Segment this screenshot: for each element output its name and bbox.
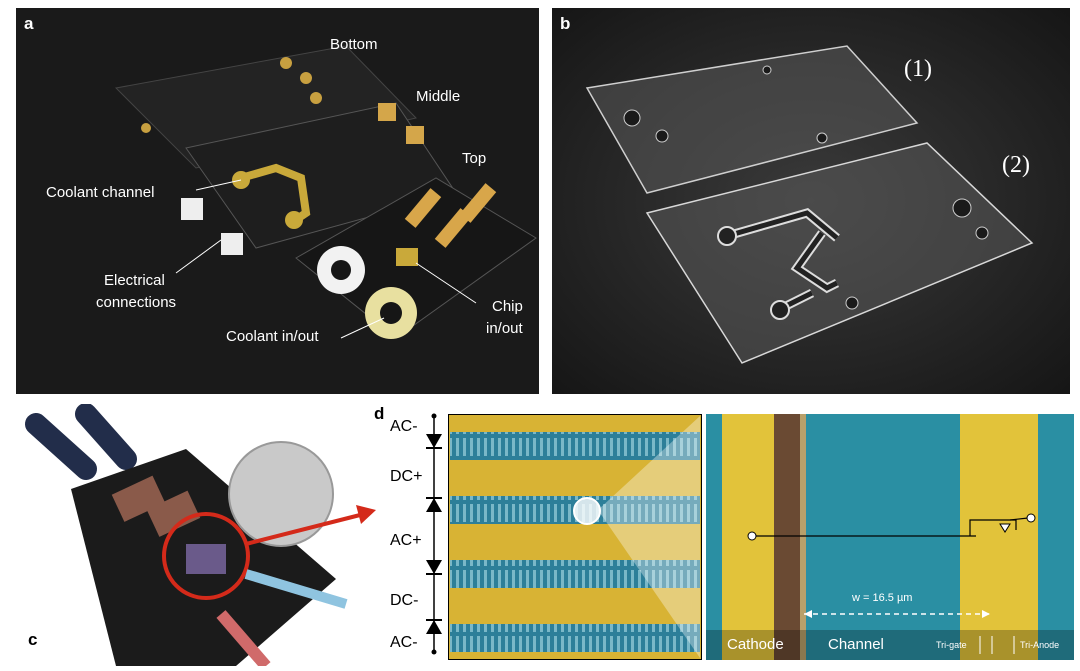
circuit-label-ac-minus-top: AC- [390, 418, 418, 435]
panel-b: b (1) (2) [552, 8, 1070, 394]
circuit-label-dc-minus: DC- [390, 592, 419, 609]
glass-plates-image [552, 8, 1070, 394]
label-chip-1: Chip [492, 298, 523, 315]
assembled-device-image [25, 404, 376, 666]
sem-image [706, 414, 1074, 660]
panel-d-letter: d [374, 404, 385, 423]
label-channel: Channel [828, 636, 884, 653]
pcb-stack-image [114, 45, 537, 339]
label-electrical-2: connections [96, 294, 177, 311]
label-electrical-1: Electrical [104, 272, 165, 289]
interdigitated-layout [448, 414, 702, 660]
circuit-label-ac-plus: AC+ [390, 532, 422, 549]
label-coolant-channel: Coolant channel [46, 184, 155, 201]
label-plate-1: (1) [904, 56, 932, 82]
label-trianode: Tri-Anode [1020, 640, 1060, 650]
panel-a: a Bottom Middle Top Coolant channel Elec… [16, 8, 539, 394]
label-bottom: Bottom [330, 36, 378, 53]
circuit-label-dc-plus: DC+ [390, 468, 423, 485]
circuit-label-ac-minus-bottom: AC- [390, 634, 418, 651]
label-cathode: Cathode [727, 636, 784, 653]
panel-d: d AC- DC+ AC+ DC- AC- [372, 404, 1080, 666]
panel-b-letter: b [560, 14, 571, 33]
panel-c: c [16, 404, 378, 666]
diode-circuit [426, 413, 442, 655]
panel-c-letter: c [28, 630, 38, 649]
label-coolant-inout: Coolant in/out [226, 328, 319, 345]
width-label: w = 16.5 µm [852, 592, 913, 604]
label-plate-2: (2) [1002, 152, 1030, 178]
label-chip-2: in/out [486, 320, 523, 337]
panel-a-letter: a [24, 14, 34, 33]
label-top: Top [462, 150, 487, 167]
label-middle: Middle [416, 88, 461, 105]
label-trigate: Tri-gate [936, 640, 967, 650]
